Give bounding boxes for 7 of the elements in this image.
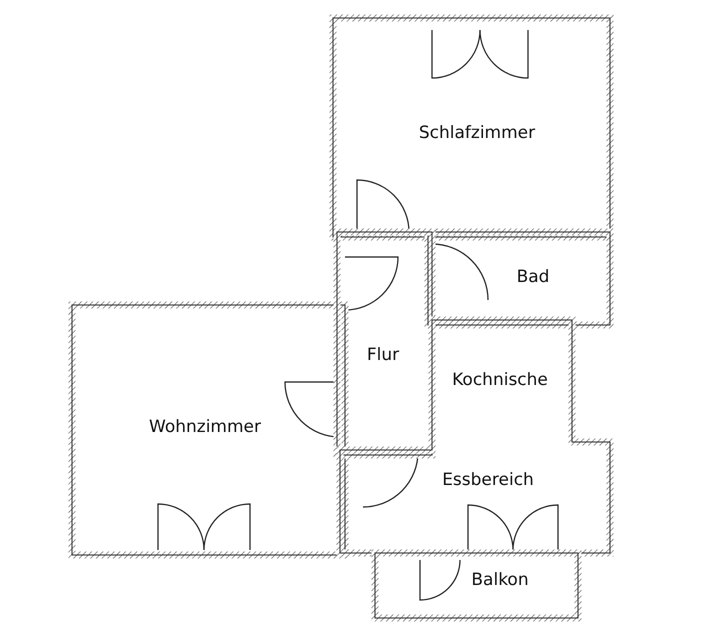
room-label: Schlafzimmer: [418, 123, 536, 143]
room-label: Essbereich: [442, 470, 534, 490]
room-label: Flur: [366, 345, 400, 365]
room-label: Wohnzimmer: [149, 417, 261, 437]
room-label: Bad: [516, 267, 550, 287]
room-label: Balkon: [471, 570, 529, 590]
room-label: Kochnische: [452, 370, 548, 390]
